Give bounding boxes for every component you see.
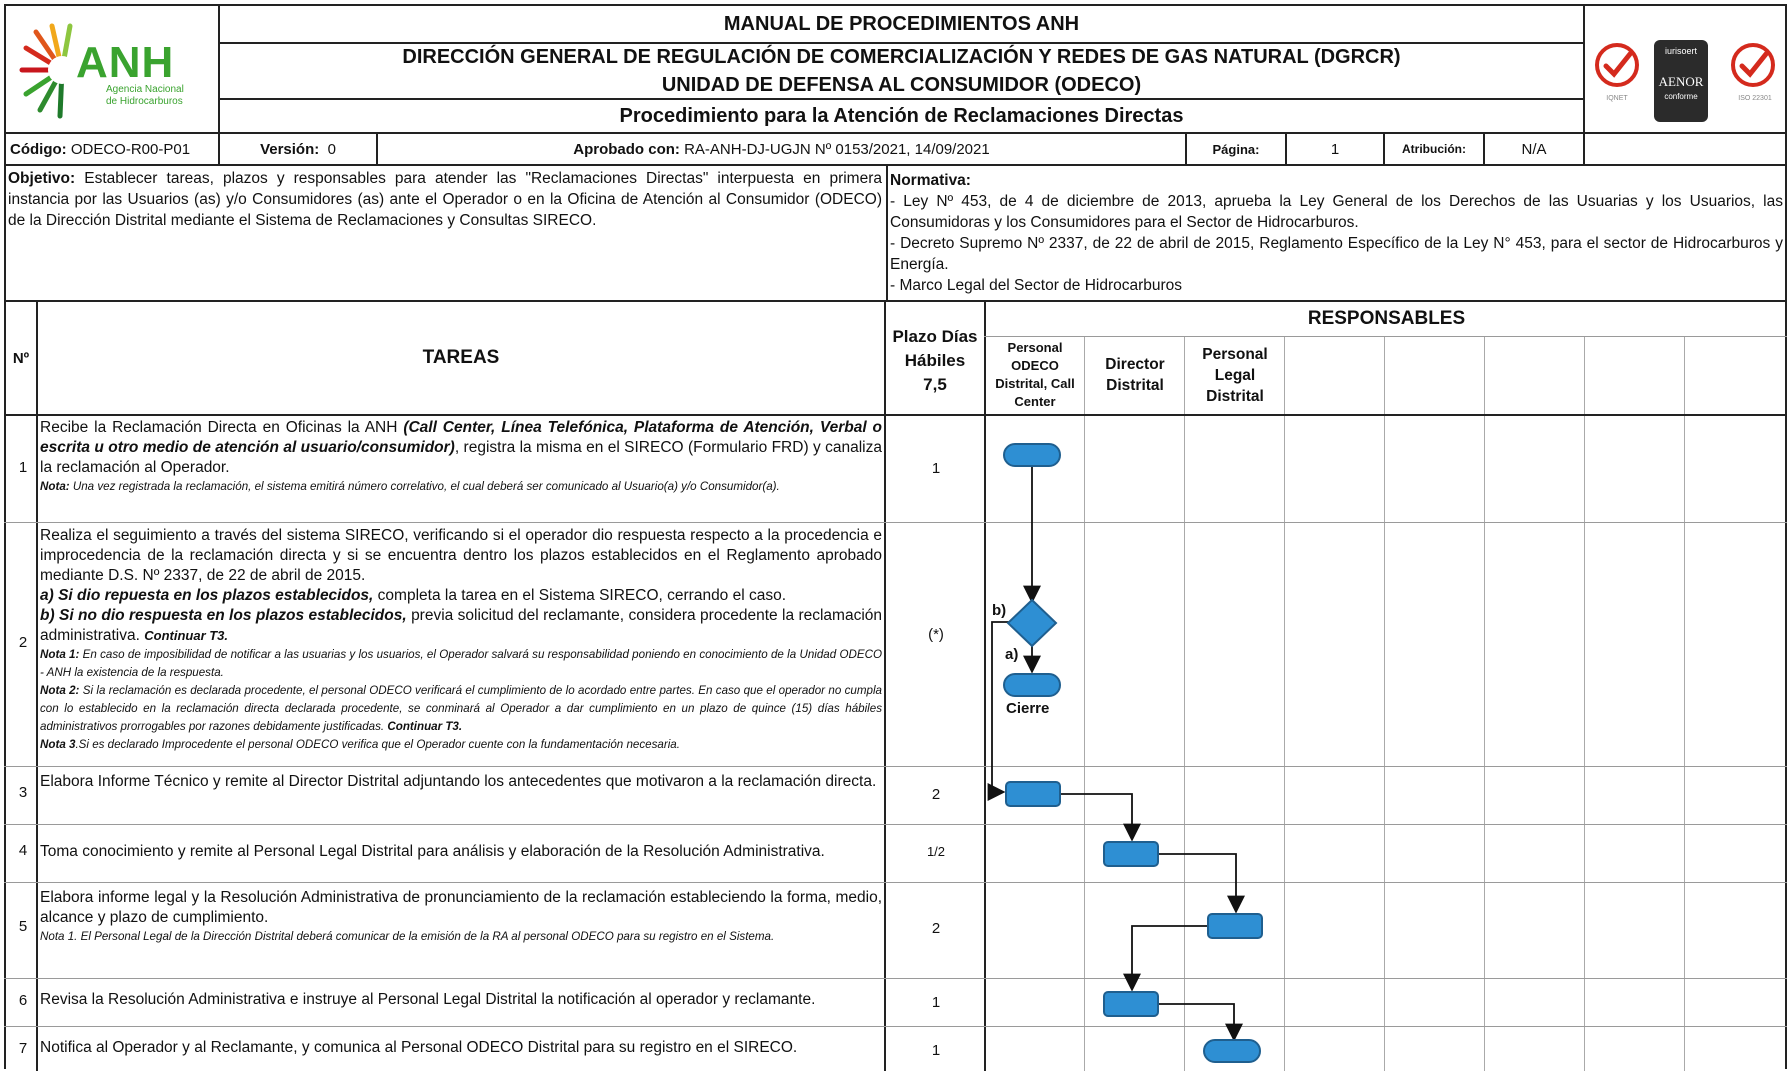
plazo-4: 1/2 bbox=[926, 844, 946, 859]
objetivo-text: Establecer tareas, plazos y responsables… bbox=[8, 170, 882, 229]
normativa-item: - Decreto Supremo Nº 2337, de 22 de abri… bbox=[890, 235, 1783, 273]
plazo-6: 1 bbox=[931, 994, 941, 1011]
cert-logo-aenor: iurisoert AENOR conforme bbox=[1654, 40, 1708, 122]
pagina-label: Página: bbox=[1212, 141, 1260, 157]
task-6: Revisa la Resolución Administrativa e in… bbox=[40, 991, 816, 1008]
atribucion-value: N/A bbox=[1521, 140, 1547, 158]
task-2: Realiza el seguimiento a través del sist… bbox=[40, 527, 883, 751]
check-icon bbox=[1595, 43, 1639, 87]
flow-label-cierre: Cierre bbox=[1006, 700, 1050, 717]
cert-logo-iqnet: IQNET bbox=[1592, 40, 1642, 128]
role-header-director: Director Distrital bbox=[1105, 356, 1165, 394]
objetivo-block: Objetivo: Establecer tareas, plazos y re… bbox=[8, 168, 882, 231]
plazo-total: 7,5 bbox=[923, 375, 947, 394]
codigo-value: ODECO-R00-P01 bbox=[70, 140, 191, 158]
flow-node-4 bbox=[1103, 841, 1159, 867]
normativa-item: - Marco Legal del Sector de Hidrocarburo… bbox=[890, 277, 1183, 294]
col-header-plazo: Plazo Días Hábiles 7,5 bbox=[886, 322, 984, 400]
plazo-1: 1 bbox=[931, 460, 941, 477]
normativa-item: - Ley Nº 453, de 4 de diciembre de 2013,… bbox=[890, 193, 1783, 231]
flow-decision bbox=[1006, 598, 1058, 648]
cert-logo-iso: ISO 22301 bbox=[1728, 40, 1782, 128]
meta-row bbox=[4, 134, 1787, 166]
col-header-tareas: TAREAS bbox=[422, 347, 500, 368]
flow-arrow bbox=[1123, 925, 1210, 992]
row-number: 7 bbox=[18, 1040, 28, 1057]
pagina-value: 1 bbox=[1330, 140, 1340, 158]
flow-node-5 bbox=[1207, 913, 1263, 939]
version-value: 0 bbox=[327, 140, 336, 158]
task-3: Elabora Informe Técnico y remite al Dire… bbox=[40, 773, 877, 790]
flow-arrow bbox=[1158, 853, 1245, 914]
flow-node-3 bbox=[1005, 781, 1061, 807]
row-number: 5 bbox=[18, 918, 28, 935]
codigo-cell: Código: ODECO-R00-P01 bbox=[10, 140, 191, 158]
anh-logo-mark bbox=[19, 23, 76, 119]
logo-subtitle-1: Agencia Nacional bbox=[106, 84, 184, 95]
task-5: Elabora informe legal y la Resolución Ad… bbox=[40, 889, 882, 943]
tasks-table bbox=[4, 302, 1787, 1069]
row-number: 3 bbox=[18, 784, 28, 801]
flow-node-7 bbox=[1203, 1039, 1261, 1063]
row-number: 2 bbox=[18, 634, 28, 651]
plazo-5: 2 bbox=[931, 920, 941, 937]
plazo-2: (*) bbox=[928, 626, 944, 643]
header-frame bbox=[4, 4, 1787, 134]
check-icon bbox=[1731, 43, 1775, 87]
row-number: 1 bbox=[18, 459, 28, 476]
role-header-legal: Personal Legal Distrital bbox=[1202, 345, 1268, 405]
flow-label-b: b) bbox=[992, 602, 1007, 619]
flow-label-a: a) bbox=[1005, 646, 1019, 663]
role-header-odeco: Personal ODECO Distrital, Call Center bbox=[995, 340, 1075, 409]
objetivo-normativa-frame bbox=[4, 166, 1787, 302]
version-cell: Versión: 0 bbox=[260, 140, 336, 158]
atribucion-label: Atribución: bbox=[1402, 142, 1466, 156]
flow-node-6 bbox=[1103, 991, 1159, 1017]
procedimiento-title: Procedimiento para la Atención de Reclam… bbox=[619, 104, 1184, 127]
normativa-label: Normativa: bbox=[890, 172, 971, 189]
direccion-title: DIRECCIÓN GENERAL DE REGULACIÓN DE COMER… bbox=[402, 45, 1401, 68]
plazo-3: 2 bbox=[931, 786, 941, 803]
objetivo-label: Objetivo: bbox=[8, 170, 76, 187]
flow-arrow bbox=[987, 621, 1010, 801]
flow-arrow bbox=[1060, 793, 1141, 842]
flow-node-cierre bbox=[1003, 673, 1061, 697]
row-number: 4 bbox=[18, 842, 28, 859]
task-4: Toma conocimiento y remite al Personal L… bbox=[40, 843, 825, 860]
logo-text: ANH bbox=[76, 38, 175, 87]
flow-arrow bbox=[1158, 1003, 1243, 1042]
task-7: Notifica al Operador y al Reclamante, y … bbox=[40, 1039, 798, 1056]
manual-title: MANUAL DE PROCEDIMIENTOS ANH bbox=[723, 12, 1080, 35]
responsables-header: RESPONSABLES bbox=[1307, 308, 1466, 329]
col-header-num: Nº bbox=[12, 349, 30, 367]
aprobado-cell: Aprobado con: RA-ANH-DJ-UGJN Nº 0153/202… bbox=[573, 140, 990, 158]
anh-logo: ANH Agencia Nacional de Hidrocarburos bbox=[14, 18, 214, 122]
aprobado-value: RA-ANH-DJ-UGJN Nº 0153/2021, 14/09/2021 bbox=[684, 140, 990, 158]
task-1: Recibe la Reclamación Directa en Oficina… bbox=[40, 419, 882, 493]
logo-subtitle-2: de Hidrocarburos bbox=[106, 96, 183, 107]
row-number: 6 bbox=[18, 992, 28, 1009]
normativa-block: Normativa: - Ley Nº 453, de 4 de diciemb… bbox=[890, 170, 1783, 296]
unidad-title: UNIDAD DE DEFENSA AL CONSUMIDOR (ODECO) bbox=[661, 73, 1142, 96]
flow-node-1 bbox=[1003, 443, 1061, 467]
plazo-7: 1 bbox=[931, 1042, 941, 1059]
